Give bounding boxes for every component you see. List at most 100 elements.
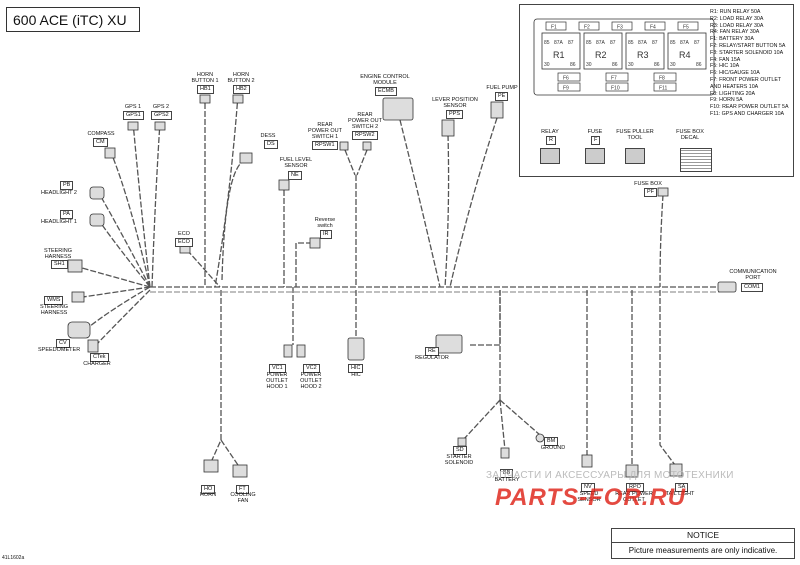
connector-speedometer bbox=[67, 321, 91, 339]
legend-line: F5: HIC 10A bbox=[710, 63, 740, 70]
fuse-label: F5 bbox=[683, 25, 689, 31]
label-horn: HORN bbox=[199, 492, 217, 498]
connector-gps2 bbox=[154, 121, 166, 131]
fuse-item-picture bbox=[585, 148, 605, 164]
fuse-slot-f5 bbox=[677, 21, 699, 31]
wire-ecm bbox=[399, 119, 441, 288]
relay-pin: 85 bbox=[628, 40, 634, 46]
notice-title: NOTICE bbox=[612, 529, 794, 543]
notice-text: Picture measurements are only indicative… bbox=[628, 546, 778, 555]
fuse-label: F2 bbox=[584, 25, 590, 31]
code-vc2: VC2 bbox=[303, 364, 320, 373]
code-battery: BB bbox=[500, 469, 514, 478]
label-comm-port: COMMUNICATION PORT bbox=[729, 269, 777, 281]
label-fuel-pump: FUEL PUMP bbox=[486, 85, 518, 91]
connector-com1 bbox=[717, 281, 737, 293]
legend-line: AND HEATERS 10A bbox=[710, 83, 759, 90]
fuse-item-label: FUSE PULLER TOOL bbox=[616, 129, 654, 141]
label-starter: STARTER SOLENOID bbox=[444, 454, 474, 466]
fuse-label: F11 bbox=[659, 86, 667, 92]
relay-pin: 87A bbox=[680, 40, 690, 46]
label-vc2: POWER OUTLET HOOD 2 bbox=[300, 372, 322, 390]
relay-pin: 86 bbox=[696, 62, 702, 68]
relay-pin: 30 bbox=[628, 62, 634, 68]
wire-speedo bbox=[84, 286, 151, 331]
label-gps1: GPS 1 bbox=[124, 104, 142, 110]
relay-pin: 87 bbox=[568, 40, 574, 46]
legend-line: F8: LIGHTING 20A bbox=[710, 90, 756, 97]
relay-pin: 87A bbox=[596, 40, 606, 46]
wire-steering2 bbox=[82, 286, 151, 298]
code-speedometer: CV bbox=[56, 339, 70, 348]
code-lever: PPS bbox=[446, 110, 464, 119]
fuse-item-picture bbox=[680, 148, 712, 172]
label-tail: TAIL LIGHT bbox=[665, 491, 695, 497]
fuse-label: F3 bbox=[617, 25, 623, 31]
label-speed-sensor: SPEED SENSOR bbox=[577, 491, 601, 503]
code-charger: CTek bbox=[90, 353, 109, 362]
label-eco: ECO bbox=[178, 231, 190, 237]
label-charger: CHARGER bbox=[83, 361, 111, 367]
connector-regulator bbox=[435, 334, 463, 354]
relay-pin: 86 bbox=[612, 62, 618, 68]
wire-charger bbox=[95, 289, 151, 346]
label-headlight2: HEADLIGHT 2 bbox=[41, 190, 77, 196]
code-hic: HIC bbox=[348, 364, 364, 373]
relay-pin: 87 bbox=[652, 40, 658, 46]
code-steering2: WMS bbox=[44, 296, 64, 305]
connector-dess bbox=[239, 152, 253, 164]
code-regulator: RE bbox=[425, 347, 439, 356]
wire-hb2 bbox=[214, 94, 239, 288]
code-rpsw1: RPSW1 bbox=[312, 141, 338, 150]
label-cooling-fan: COOLING FAN bbox=[230, 492, 256, 504]
code-ground: BM bbox=[544, 437, 559, 446]
fuse-label: F7 bbox=[611, 76, 617, 82]
label-regulator: REGULATOR bbox=[415, 355, 449, 361]
connector-vc1 bbox=[283, 344, 293, 358]
code-eco: ECO bbox=[175, 238, 193, 247]
wire-gps2 bbox=[151, 121, 161, 288]
connector-reverse bbox=[309, 237, 321, 249]
legend-line: F2: RELAY/START BUTTON 5A bbox=[710, 43, 786, 49]
label-ground: GROUND bbox=[540, 445, 566, 451]
wire-pps bbox=[444, 134, 450, 288]
wire-rpsw2 bbox=[356, 149, 368, 176]
connector-rpsw1 bbox=[339, 141, 349, 151]
code-steering1: SH1 bbox=[51, 260, 68, 269]
relay-r2: R2 bbox=[595, 50, 607, 60]
fuse-label: F1 bbox=[551, 25, 557, 31]
fuse-label: F10 bbox=[611, 86, 620, 92]
connector-hic bbox=[347, 337, 365, 361]
wire-regulator bbox=[470, 290, 501, 346]
connector-fuse-box bbox=[657, 187, 669, 197]
fuse-slot-f3 bbox=[611, 21, 633, 31]
relay-pin: 30 bbox=[586, 62, 592, 68]
connector-charger bbox=[87, 339, 99, 353]
legend-line: R1: RUN RELAY 50A bbox=[710, 9, 761, 15]
fuse-slot-f7 bbox=[605, 72, 629, 82]
wire-dess bbox=[221, 159, 247, 281]
label-lever: LEVER POSITION SENSOR bbox=[432, 97, 478, 109]
connector-speed-sensor bbox=[581, 454, 593, 468]
code-fuel-level: NE bbox=[288, 171, 302, 180]
legend-line: F6: HIC/GAUGE 10A bbox=[710, 70, 760, 77]
relay-pin: 87A bbox=[554, 40, 564, 46]
fuse-slot-f8 bbox=[653, 72, 677, 82]
code-rear-outlet: RPO bbox=[626, 483, 644, 492]
fuse-item-label: FUSE bbox=[587, 129, 603, 135]
fuse-item-code: R bbox=[546, 136, 556, 145]
code-cooling-fan: FT bbox=[236, 485, 249, 494]
legend-line: F9: HORN 5A bbox=[710, 97, 743, 104]
connector-tail bbox=[669, 463, 683, 477]
label-steering1: STEERING HARNESS bbox=[43, 248, 73, 260]
wire-rpsw1 bbox=[344, 149, 356, 176]
relay-r3: R3 bbox=[637, 50, 649, 60]
code-comm-port: COM1 bbox=[741, 283, 763, 292]
connector-headlight2 bbox=[89, 186, 105, 200]
fuse-item-code: F bbox=[591, 136, 601, 145]
relay-pin: 85 bbox=[670, 40, 676, 46]
relay-pin: 30 bbox=[544, 62, 550, 68]
